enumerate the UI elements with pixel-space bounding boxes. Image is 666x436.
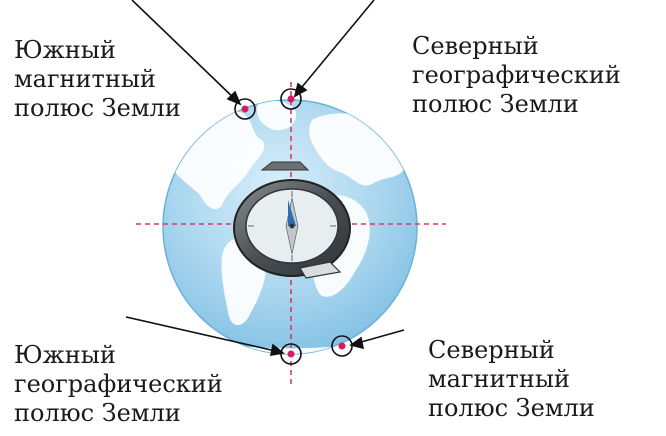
label-line: Южный [14, 36, 116, 64]
compass-ticks [248, 191, 336, 261]
label-line: географический [14, 370, 223, 398]
label-line: Северный [412, 32, 539, 60]
north-geographic-pole-label: Северный географический полюс Земли [412, 32, 621, 119]
compass-icon [233, 161, 351, 279]
compass-clasp [299, 261, 342, 279]
south-geographic-pole-label: Южный географический полюс Земли [14, 341, 223, 428]
compass-hinge [260, 161, 310, 171]
arrow-north-geographic [293, 0, 375, 98]
label-line: полюс Земли [428, 394, 595, 422]
south-magnetic-pole-label: Южный магнитный полюс Земли [14, 36, 181, 123]
arrow-north-magnetic [349, 329, 405, 350]
compass-needle-north [288, 200, 296, 226]
label-line: Северный [428, 336, 555, 364]
north-magnetic-pole-label: Северный магнитный полюс Земли [428, 336, 595, 423]
label-line: полюс Земли [14, 399, 181, 427]
label-line: географический [412, 61, 621, 89]
label-line: Южный [14, 341, 116, 369]
antarctica-shape [200, 340, 380, 354]
compass-pivot [289, 223, 295, 229]
label-line: полюс Земли [412, 90, 579, 118]
label-line: полюс Земли [14, 94, 181, 122]
south-magnetic-pole-marker [234, 98, 256, 120]
label-line: магнитный [14, 65, 156, 93]
north-geographic-pole-marker [280, 88, 302, 110]
pointer-arrows [125, 0, 405, 356]
arrow-south-geographic [125, 316, 285, 356]
label-line: магнитный [428, 365, 570, 393]
arrow-south-magnetic [131, 0, 242, 106]
